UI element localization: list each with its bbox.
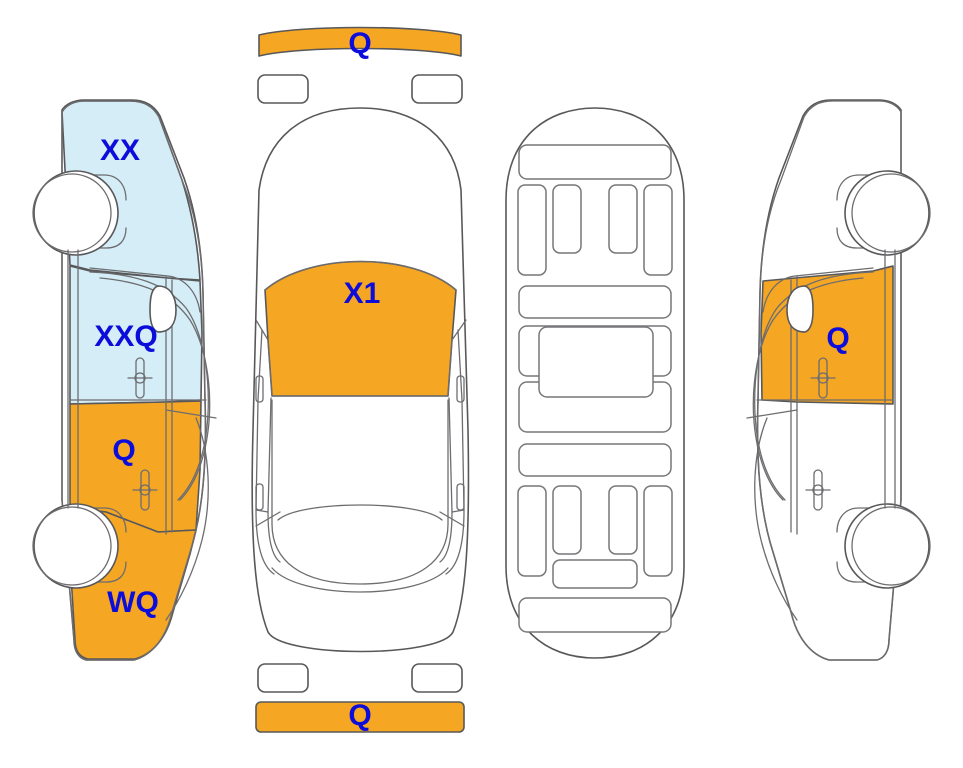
top-hood-front-edge [264, 260, 457, 291]
right-window-top [762, 267, 874, 313]
left-rear-arch [59, 507, 127, 533]
interior-cell-mid-bar-1 [518, 285, 672, 319]
top-front-left-light [257, 74, 309, 104]
left-body-outline [61, 100, 207, 661]
interior-cell-fl-seat [552, 184, 582, 254]
top-trunk-curve [271, 567, 449, 593]
interior-cell-rl-seat [552, 485, 582, 555]
panel-interior-view [505, 107, 685, 659]
interior-cell-fr-seat [608, 184, 638, 254]
top-right-a-pillar [447, 319, 467, 397]
left-side-mirror [149, 285, 177, 333]
top-front-right-light [411, 74, 463, 104]
label-left-wq: WQ [107, 586, 159, 619]
left-rear-contour [165, 417, 209, 621]
label-top-front-q: Q [348, 27, 371, 60]
right-front-arch [836, 174, 904, 201]
right-rear-tire [844, 503, 930, 589]
top-right-mirror [456, 375, 465, 403]
right-rear-contour [754, 417, 798, 621]
top-rear-left-light [257, 663, 309, 693]
label-left-q: Q [112, 434, 135, 467]
interior-cell-rear-center [552, 559, 638, 589]
left-front-arch [59, 174, 127, 201]
right-body-outline [756, 100, 902, 661]
top-left-door-kick [255, 511, 281, 527]
top-right-door-kick [439, 511, 465, 527]
right-belt-kick [746, 409, 798, 419]
left-rear-rim [32, 506, 112, 586]
left-window-top [89, 267, 201, 313]
interior-cell-mid-bar-2 [518, 443, 672, 477]
left-front-tire [33, 170, 119, 256]
right-rear-arch-lower [836, 561, 904, 583]
left-rear-tire [33, 503, 119, 589]
interior-cell-bottom-bar [518, 597, 672, 633]
zone-top-rear-bumper[interactable] [255, 701, 465, 733]
panel-left-side-view: XX XXQ Q WQ [32, 99, 217, 661]
left-rear-arch-lower [59, 561, 127, 583]
right-front-door-handle [810, 357, 836, 399]
left-front-rim [32, 173, 112, 253]
top-left-mirror [255, 375, 264, 403]
right-rear-arch [836, 507, 904, 533]
label-left-xxq: XXQ [94, 320, 157, 353]
right-front-rim [851, 173, 931, 253]
top-left-a-pillar [255, 319, 273, 397]
panel-top-view: Q X1 Q [251, 26, 470, 733]
right-rear-rim [851, 506, 931, 586]
interior-cell-rr-seat [608, 485, 638, 555]
label-top-rear-q: Q [348, 699, 371, 732]
interior-cell-fr-bolster [643, 184, 673, 276]
right-rear-door-handle [805, 469, 831, 511]
label-top-hood-x1: X1 [344, 277, 381, 310]
right-front-tire [844, 170, 930, 256]
left-belt-kick [165, 409, 217, 419]
interior-cell-rl-bolster [517, 485, 547, 577]
right-front-arch-lower [836, 227, 904, 249]
zone-top-front-bumper[interactable] [258, 26, 462, 57]
interior-cell-rr-bolster [643, 485, 673, 577]
top-right-handle [456, 483, 465, 511]
top-roof [271, 399, 449, 585]
panel-right-side-view: Q [746, 99, 931, 661]
label-right-q: Q [826, 322, 849, 355]
interior-cell-center-panel [538, 326, 654, 398]
top-rear-window-line [277, 504, 443, 521]
interior-cell-top-bar [518, 144, 672, 180]
top-rear-right-light [411, 663, 463, 693]
interior-cell-fl-bolster [517, 184, 547, 276]
left-front-door-handle [127, 357, 153, 399]
left-front-arch-lower [59, 227, 127, 249]
left-rear-door-handle [132, 469, 158, 511]
label-left-xx: XX [100, 134, 140, 167]
right-side-mirror [786, 285, 814, 333]
top-left-handle [255, 483, 264, 511]
